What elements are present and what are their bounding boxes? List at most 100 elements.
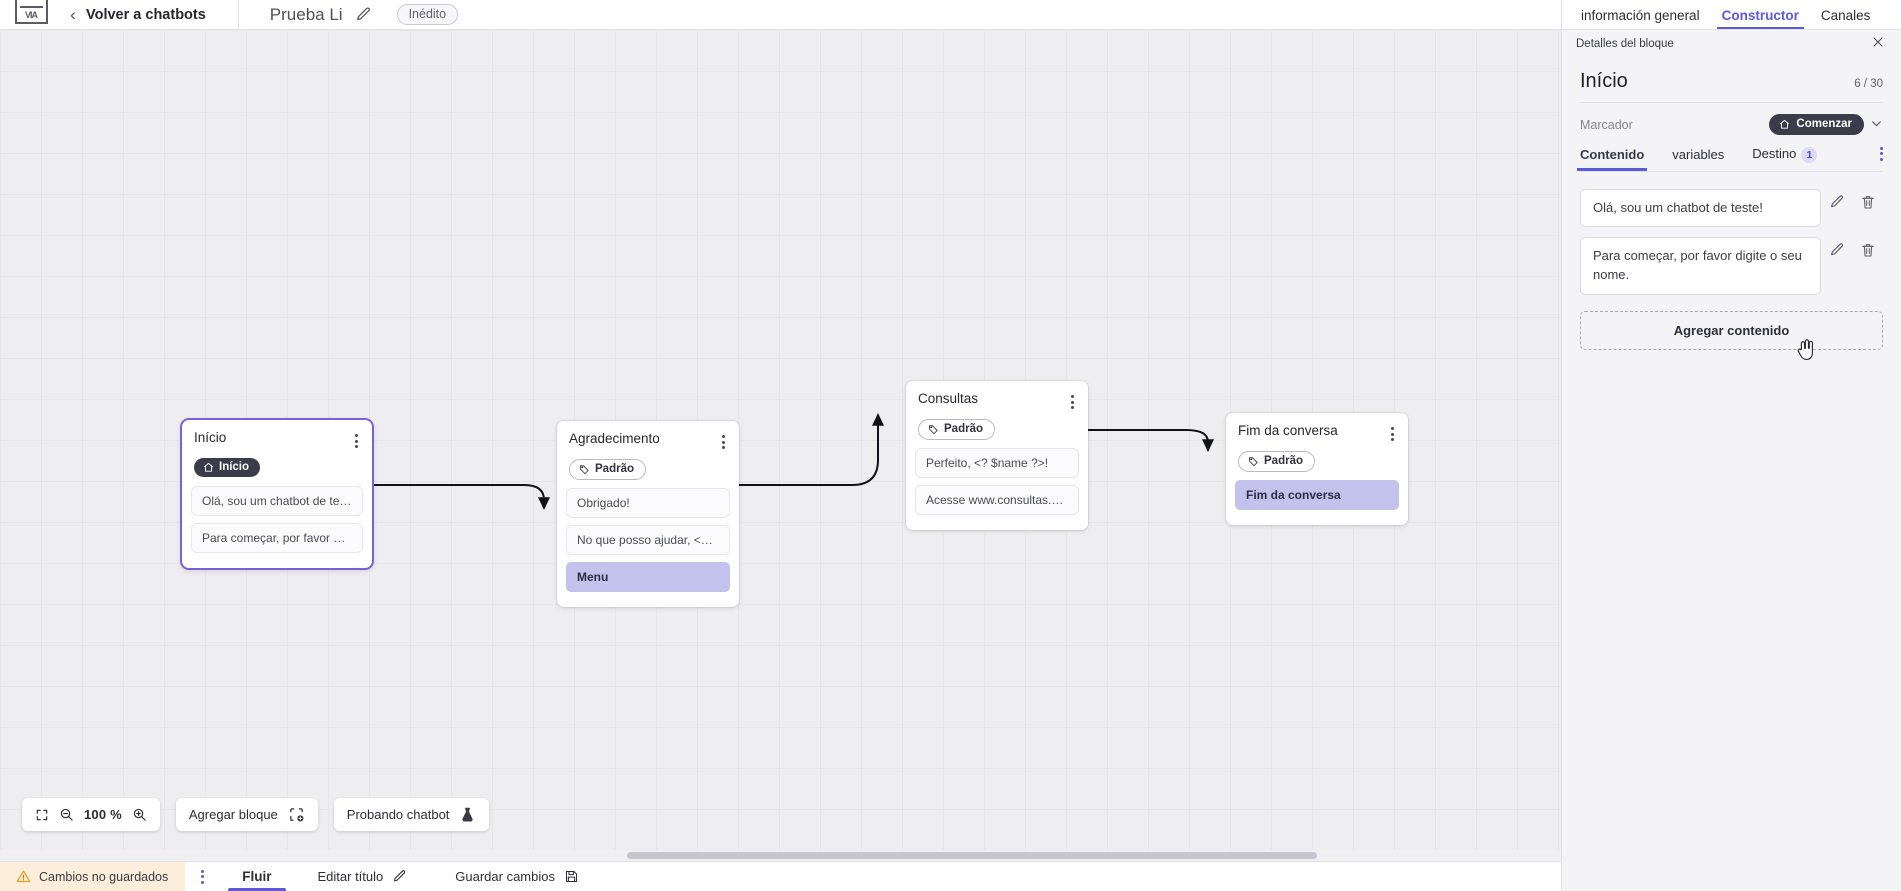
node-message[interactable]: Olá, sou um chatbot de teste!	[191, 485, 363, 516]
bottom-status-bar: Cambios no guardados Fluir Editar título…	[0, 861, 1561, 891]
right-panel: información general Constructor Canales …	[1561, 0, 1901, 891]
panel-top-tabs: información general Constructor Canales	[1562, 0, 1901, 30]
tag-icon	[579, 464, 589, 474]
back-to-chatbots-link[interactable]: Volver a chatbots	[86, 6, 206, 23]
zoom-out-icon[interactable]	[59, 807, 74, 822]
zoom-in-icon[interactable]	[132, 807, 147, 822]
tab-fluir[interactable]: Fluir	[220, 862, 293, 891]
node-message[interactable]: Perfeito, <? $name ?>!	[915, 448, 1079, 478]
node-header: Consultas	[906, 381, 1088, 412]
save-changes-label: Guardar cambios	[455, 869, 555, 884]
statusbar-menu-icon[interactable]	[185, 862, 220, 891]
edge-inicio-agradecimento	[372, 484, 550, 510]
home-icon	[203, 462, 214, 472]
bot-name: Prueba Li	[269, 4, 343, 24]
save-disk-icon	[564, 869, 579, 884]
zoom-controls[interactable]: 100 %	[22, 798, 160, 831]
unsaved-changes-badge: Cambios no guardados	[0, 862, 186, 891]
pencil-icon[interactable]	[1821, 194, 1852, 210]
chevron-down-icon[interactable]	[1870, 117, 1883, 133]
content-item-text[interactable]: Para começar, por favor digite o seu nom…	[1580, 237, 1821, 296]
node-header: Início	[182, 420, 372, 451]
node-message-accent[interactable]: Menu	[566, 562, 730, 592]
node-header: Agradecimento	[557, 421, 739, 452]
test-chatbot-label: Probando chatbot	[346, 807, 450, 822]
node-menu-icon[interactable]	[718, 432, 729, 452]
destino-count-badge: 1	[1801, 146, 1818, 163]
flow-canvas[interactable]: Início Início Olá, sou um chatbot de tes…	[0, 30, 1561, 861]
edit-title-label: Editar título	[317, 869, 384, 884]
tab-constructor[interactable]: Constructor	[1713, 8, 1808, 29]
flask-icon	[459, 806, 476, 823]
tab-canales[interactable]: Canales	[1820, 8, 1871, 23]
node-title: Início	[194, 430, 227, 445]
tab-variables[interactable]: variables	[1672, 146, 1725, 162]
home-icon	[1780, 119, 1790, 129]
unsaved-changes-label: Cambios no guardados	[39, 869, 169, 884]
node-header: Fim da conversa	[1226, 413, 1408, 444]
pencil-icon[interactable]	[1821, 242, 1852, 258]
content-item-row: Para começar, por favor digite o seu nom…	[1580, 237, 1883, 296]
node-message[interactable]: Obrigado!	[566, 488, 730, 518]
flow-node-inicio[interactable]: Início Início Olá, sou um chatbot de tes…	[182, 420, 372, 568]
content-item-text[interactable]: Olá, sou um chatbot de teste!	[1580, 188, 1821, 228]
node-title: Agradecimento	[569, 431, 660, 446]
close-icon[interactable]	[1871, 35, 1885, 53]
content-item-actions	[1821, 237, 1883, 258]
flow-node-consultas[interactable]: Consultas Padrão Perfeito, <? $name ?>! …	[906, 381, 1088, 530]
node-tag-default: Padrão	[569, 459, 646, 480]
panel-body: Início 6 / 30 Marcador Comenzar Contenid…	[1562, 58, 1901, 351]
warning-icon	[16, 869, 31, 884]
flow-node-fim-da-conversa[interactable]: Fim da conversa Padrão Fim da conversa	[1226, 413, 1408, 525]
add-content-button[interactable]: Agregar contenido	[1580, 311, 1883, 351]
canvas-hscrollbar-thumb[interactable]	[627, 852, 1317, 859]
pencil-icon[interactable]	[355, 6, 372, 23]
node-menu-icon[interactable]	[1067, 392, 1078, 412]
content-item-actions	[1821, 189, 1883, 210]
node-tag-start: Início	[194, 458, 261, 477]
edit-title-button[interactable]: Editar título	[294, 862, 432, 891]
node-tag-label: Início	[219, 461, 250, 473]
trash-icon[interactable]	[1852, 194, 1883, 210]
node-tag-row: Padrão	[557, 452, 739, 488]
pencil-icon	[392, 869, 407, 884]
node-tag-label: Padrão	[595, 463, 634, 475]
node-title: Consultas	[918, 391, 979, 406]
add-block-button[interactable]: Agregar bloque	[175, 798, 318, 831]
status-badge-unpublished: Inédito	[396, 4, 459, 25]
node-message[interactable]: Para começar, por favor digite o ...	[191, 522, 363, 553]
node-message[interactable]: Acesse www.consultas.com par...	[915, 485, 1079, 515]
node-title: Fim da conversa	[1238, 423, 1338, 438]
fit-screen-icon[interactable]	[35, 808, 49, 822]
node-message[interactable]: No que posso ajudar, <? $name ...	[566, 525, 730, 555]
marker-chip-comenzar[interactable]: Comenzar	[1769, 114, 1864, 135]
node-menu-icon[interactable]	[1387, 424, 1398, 444]
logo-text: VIA	[24, 9, 38, 20]
edge-agradecimento-consultas	[739, 413, 884, 486]
node-message-accent[interactable]: Fim da conversa	[1235, 480, 1399, 510]
logo-mark-icon: VIA	[14, 0, 48, 24]
save-changes-button[interactable]: Guardar cambios	[431, 862, 603, 891]
edge-consultas-fim	[1088, 429, 1214, 452]
back-chevron-icon[interactable]: ‹	[70, 5, 76, 24]
app-logo[interactable]: VIA	[0, 0, 62, 30]
node-tag-row: Padrão	[906, 412, 1088, 448]
node-tag-row: Padrão	[1226, 444, 1408, 480]
node-tag-default: Padrão	[918, 419, 995, 440]
trash-icon[interactable]	[1852, 242, 1883, 258]
content-items-list: Olá, sou um chatbot de teste! Para começ…	[1580, 188, 1883, 296]
test-chatbot-button[interactable]: Probando chatbot	[333, 798, 490, 831]
node-menu-icon[interactable]	[351, 431, 362, 451]
tab-contenido[interactable]: Contenido	[1576, 146, 1648, 171]
canvas-hscrollbar-track[interactable]	[0, 850, 1561, 861]
marker-chip-label: Comenzar	[1796, 118, 1852, 130]
panel-inner-menu-icon[interactable]	[1880, 146, 1883, 161]
tab-informacion-general[interactable]: información general	[1581, 8, 1700, 23]
tag-icon	[1248, 456, 1258, 466]
panel-subheader-label: Detalles del bloque	[1576, 38, 1674, 50]
node-tag-label: Padrão	[944, 423, 983, 435]
flow-node-agradecimento[interactable]: Agradecimento Padrão Obrigado! No que po…	[557, 421, 739, 607]
block-title-row: Início 6 / 30	[1580, 58, 1883, 103]
